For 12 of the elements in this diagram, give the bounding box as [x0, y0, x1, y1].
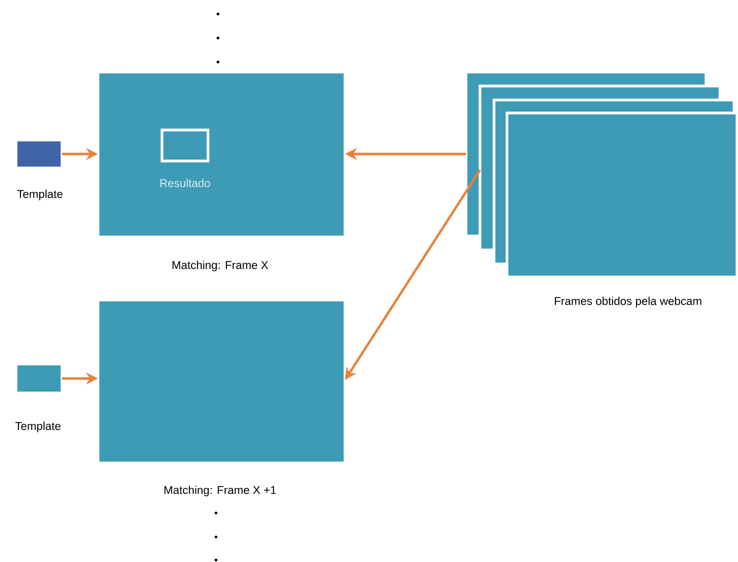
node-label: Template [17, 190, 62, 200]
template-box [14, 362, 64, 394]
node-label: Template [15, 422, 60, 432]
node-label: Matching: Frame X +1 [164, 486, 276, 496]
template-box [14, 138, 64, 170]
node-label: Resultado [160, 178, 210, 188]
frame-box [96, 298, 346, 464]
result-box [160, 128, 210, 162]
frame-stack [464, 70, 738, 278]
node-label: Matching: Frame X [172, 260, 268, 272]
frame-box [96, 70, 346, 238]
node-label: Frames obtidos pela webcam [554, 296, 702, 308]
